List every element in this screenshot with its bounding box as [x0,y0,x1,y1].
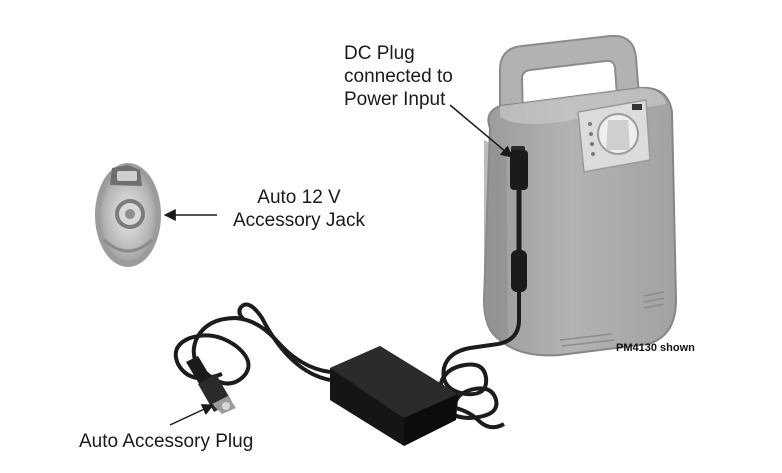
accessory-jack-label-line-2: Accessory Jack [233,210,365,231]
dc-cable [437,150,528,421]
auto-accessory-plug-image [186,356,236,414]
dc-plug-label: DC Plug connected to Power Input [344,42,453,111]
concentrator-device-image [482,34,678,357]
dc-plug-arrow [449,104,513,158]
dc-plug-label-line-1: DC Plug [344,43,415,64]
dc-plug-label-line-3: Power Input [344,89,446,110]
dc-plug-label-line-2: connected to [344,66,453,87]
auto-plug-cable [173,302,331,386]
plug-arrow [169,404,215,426]
accessory-plug-label: Auto Accessory Plug [79,431,254,452]
accessory-jack-label: Auto 12 V Accessory Jack [226,186,372,232]
model-caption: PM4130 shown [616,342,695,354]
accessory-jack-image [95,163,161,267]
adapter-brick [330,346,505,446]
accessory-jack-label-line-1: Auto 12 V [257,187,341,208]
